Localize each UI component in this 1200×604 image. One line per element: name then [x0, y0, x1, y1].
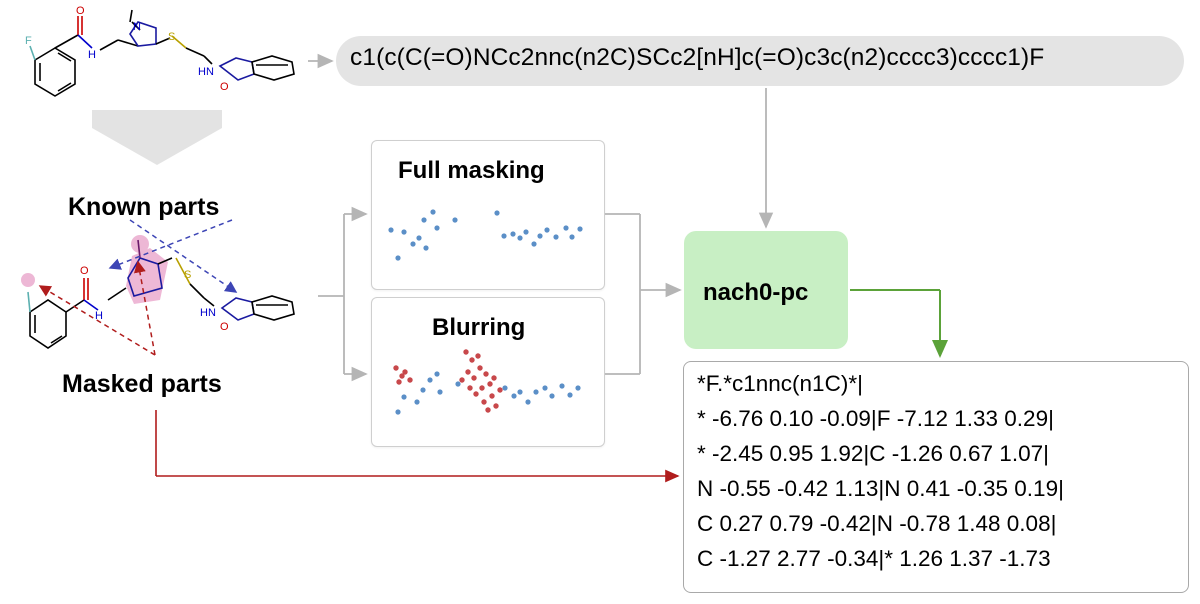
bottom-molecule [27, 239, 295, 349]
full-masking-points [388, 209, 583, 261]
atom-o-label-3: O [220, 321, 229, 333]
top-molecule [29, 9, 295, 97]
atom-hn-label: HN [198, 66, 214, 78]
full-masking-panel [371, 140, 605, 290]
atom-h-label: H [88, 49, 96, 61]
full-masking-title: Full masking [398, 157, 545, 184]
model-output-arrow [850, 289, 948, 358]
model-label: nach0-pc [703, 279, 809, 306]
output-line-4: N -0.55 -0.42 1.13|N 0.41 -0.35 0.19| [697, 476, 1064, 501]
atom-o-label-2: O [80, 265, 89, 277]
atom-o-label: O [76, 5, 85, 17]
down-chevron [92, 110, 222, 165]
blurring-points-blue [395, 371, 581, 415]
output-line-2: * -6.76 0.10 -0.09|F -7.12 1.33 0.29| [697, 406, 1054, 431]
atom-s-label-2: S [184, 269, 191, 281]
top-molecule-atoms: F O H N S HN O [25, 5, 229, 93]
output-line-5: C 0.27 0.79 -0.42|N -0.78 1.48 0.08| [697, 511, 1057, 536]
smiles-string: c1(c(C(=O)NCc2nnc(n2C)SCc2[nH]c(=O)c3c(n… [350, 44, 1045, 71]
bottom-molecule-atoms: O H S HN O [80, 265, 229, 333]
blurring-title: Blurring [432, 314, 526, 341]
known-parts-label: Known parts [68, 193, 220, 221]
blurring-points-red [393, 349, 503, 413]
output-box [683, 361, 1189, 593]
atom-n-label: N [133, 21, 141, 33]
output-line-6: C -1.27 2.77 -0.34|* 1.26 1.37 -1.73 [697, 546, 1051, 571]
masked-parts-label: Masked parts [62, 370, 222, 398]
atom-o2-label: O [220, 81, 229, 93]
smiles-box [336, 36, 1184, 86]
known-parts-arrows [108, 219, 238, 293]
atom-h-label-2: H [95, 310, 103, 322]
output-line-3: * -2.45 0.95 1.92|C -1.26 0.67 1.07| [697, 441, 1049, 466]
model-box [684, 231, 848, 349]
blurring-panel [371, 297, 605, 447]
atom-s-label: S [168, 31, 175, 43]
panel-connectors [318, 88, 774, 382]
masked-parts-arrows [38, 260, 156, 356]
bottom-molecule-highlights [21, 235, 168, 304]
masked-output-arrow [155, 410, 680, 483]
atom-hn-label-2: HN [200, 307, 216, 319]
atom-f-label: F [25, 35, 32, 47]
output-line-1: *F.*c1nnc(n1C)*| [697, 371, 863, 396]
